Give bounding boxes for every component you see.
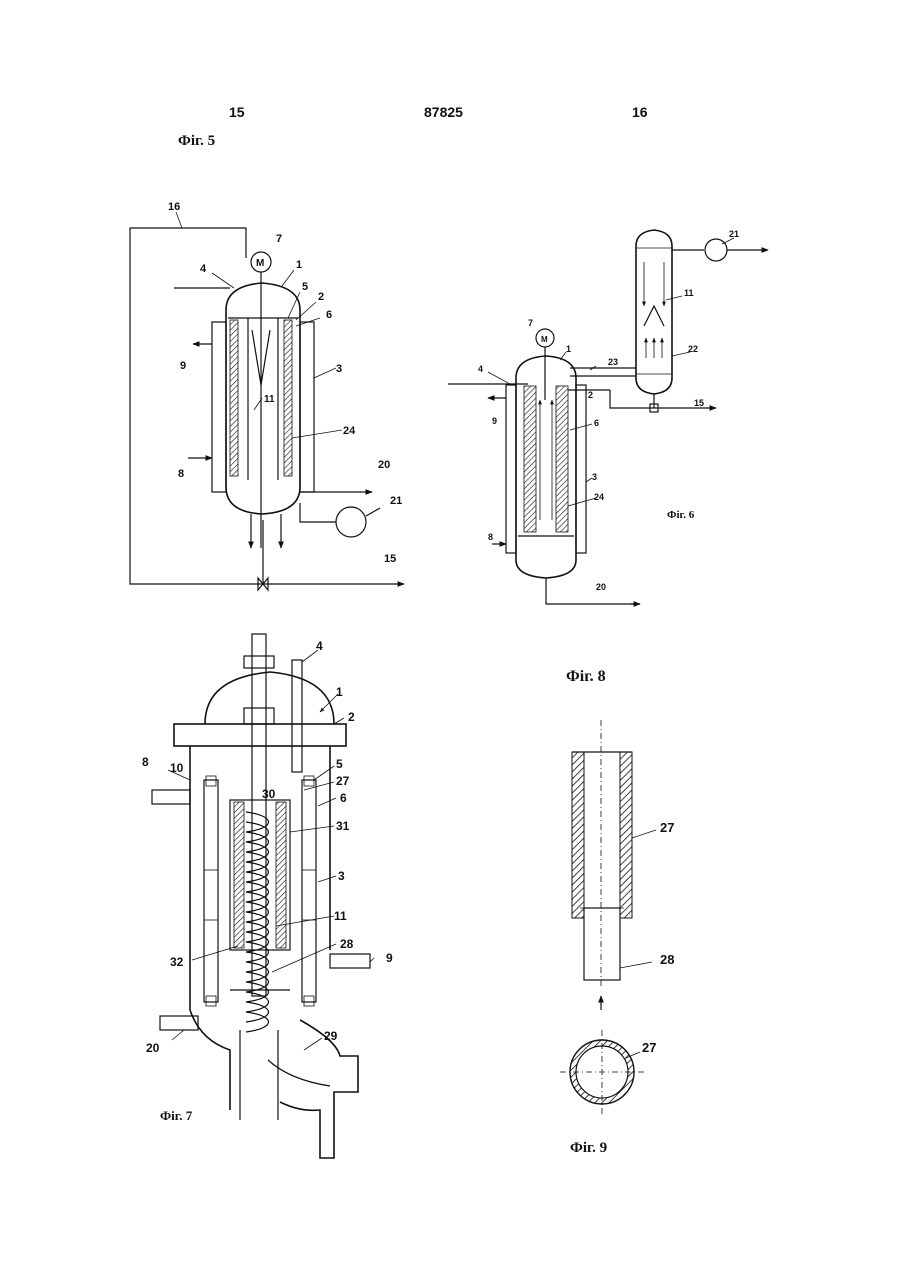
fig7-label-32: 32 — [170, 955, 184, 969]
fig8-label-28: 28 — [660, 952, 674, 967]
fig5-label-11: 11 — [264, 394, 275, 405]
fig6-label-22: 22 — [688, 344, 698, 354]
fig5-label-1: 1 — [296, 259, 302, 271]
fig8-diagram: 27 28 — [572, 720, 674, 1010]
fig6-label-11: 11 — [684, 288, 694, 298]
fig5-label-6: 6 — [326, 309, 332, 321]
fig6-label-7: 7 — [528, 318, 533, 328]
fig7-label-10: 10 — [170, 761, 184, 775]
fig6-label-2: 2 — [588, 390, 593, 400]
fig5-label-7: 7 — [276, 233, 282, 245]
fig5-label-16: 16 — [168, 201, 180, 213]
fig7-label-8: 8 — [142, 755, 149, 769]
fig7-label-27: 27 — [336, 774, 350, 788]
fig5-motor-label: M — [256, 258, 264, 269]
fig7-label-2: 2 — [348, 710, 355, 724]
fig7-label-31: 31 — [336, 819, 350, 833]
fig7-label-28: 28 — [340, 937, 354, 951]
fig9-diagram: 27 — [560, 1030, 656, 1114]
fig5-label-2: 2 — [318, 291, 324, 303]
fig7-label-9: 9 — [386, 951, 393, 965]
fig5-diagram: 16 7 M 4 1 5 2 6 9 3 11 24 8 20 21 15 — [130, 201, 404, 590]
fig6-label-4: 4 — [478, 364, 483, 374]
fig6-diagram: 21 11 22 7 M 1 23 4 2 15 9 6 3 24 8 20 — [448, 229, 768, 604]
fig7-label-3: 3 — [338, 869, 345, 883]
fig5-label-3: 3 — [336, 363, 342, 375]
fig7-label-20: 20 — [146, 1041, 160, 1055]
fig6-label-6: 6 — [594, 418, 599, 428]
fig6-label-20: 20 — [596, 582, 606, 592]
fig6-label-23: 23 — [608, 357, 618, 367]
fig6-label-24: 24 — [594, 492, 604, 502]
fig7-label-1: 1 — [336, 685, 343, 699]
fig7-label-4: 4 — [316, 639, 323, 653]
fig6-label-9: 9 — [492, 416, 497, 426]
fig5-label-20: 20 — [378, 459, 390, 471]
fig5-label-5: 5 — [302, 281, 308, 293]
fig6-label-3: 3 — [592, 472, 597, 482]
fig7-diagram: 4 1 2 8 10 5 30 27 6 31 3 11 28 32 9 29 … — [142, 634, 393, 1158]
fig6-label-8: 8 — [488, 532, 493, 542]
fig7-label-5: 5 — [336, 757, 343, 771]
fig6-label-15: 15 — [694, 398, 704, 408]
fig8-label-27: 27 — [660, 820, 674, 835]
fig5-label-4: 4 — [200, 263, 207, 275]
fig6-label-1: 1 — [566, 344, 571, 354]
fig7-label-11: 11 — [334, 909, 347, 923]
fig7-label-30: 30 — [262, 787, 276, 801]
fig7-label-29: 29 — [324, 1029, 338, 1043]
fig5-label-15: 15 — [384, 553, 396, 565]
fig5-label-24: 24 — [343, 425, 356, 437]
fig9-label-27: 27 — [642, 1040, 656, 1055]
fig6-motor-label: M — [541, 335, 548, 344]
fig5-label-8: 8 — [178, 468, 184, 480]
fig6-label-21: 21 — [729, 229, 739, 239]
fig5-label-9: 9 — [180, 360, 186, 372]
fig7-label-6: 6 — [340, 791, 347, 805]
fig5-label-21: 21 — [390, 495, 402, 507]
